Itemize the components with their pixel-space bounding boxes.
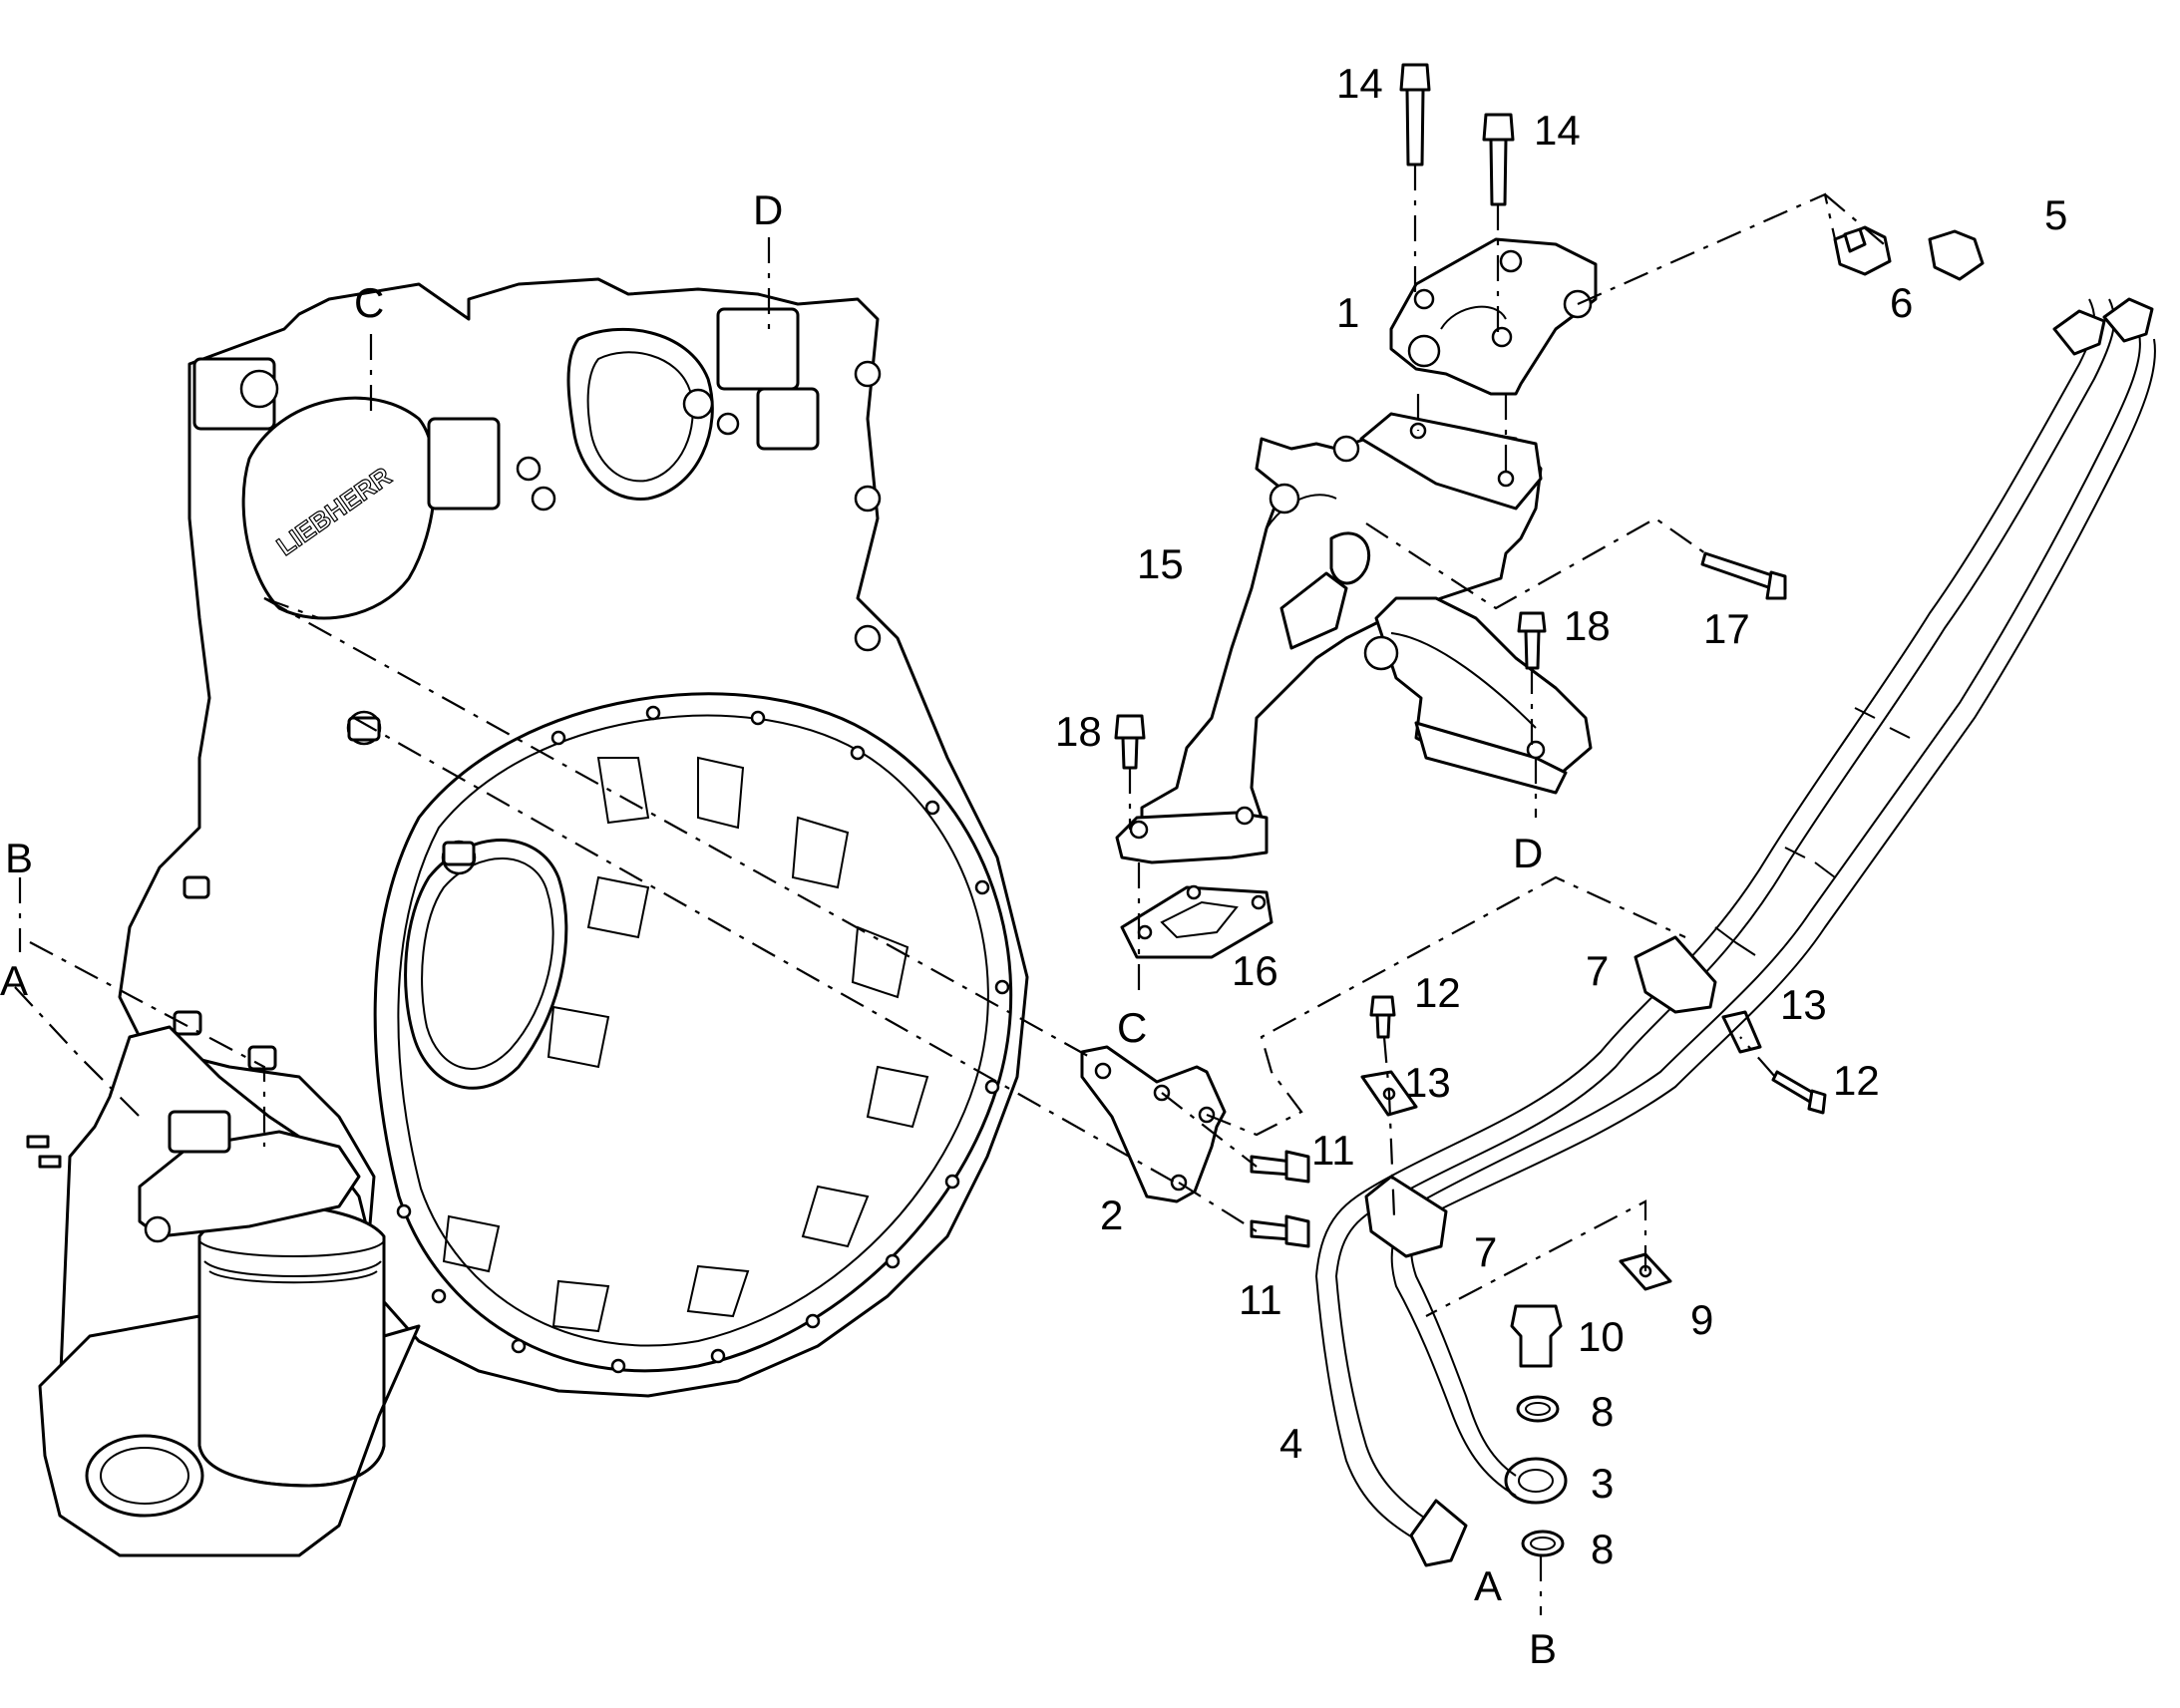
retaining-plate (1080, 1045, 1227, 1203)
callout-13-lower: 13 (1404, 1059, 1451, 1106)
callout-14-right: 14 (1534, 107, 1581, 154)
callout-11-lower: 11 (1239, 1276, 1282, 1323)
callout-18-left: 18 (1055, 708, 1102, 755)
bolts (1114, 63, 1985, 1368)
connector-a-left: A (0, 957, 28, 1004)
callout-1: 1 (1336, 289, 1359, 336)
callout-7-upper: 7 (1586, 947, 1609, 994)
connector-c-top: C (354, 279, 384, 326)
assembly-guide-lines (14, 165, 1891, 1615)
callout-8-upper: 8 (1591, 1388, 1614, 1435)
connector-b-left: B (5, 835, 33, 881)
mounting-bracket (1115, 412, 1593, 864)
callout-7-lower: 7 (1474, 1228, 1497, 1275)
callout-15: 15 (1137, 540, 1184, 587)
callout-2: 2 (1100, 1192, 1123, 1238)
connector-labels: A A B B C C D D (0, 186, 1557, 1672)
connector-a-right: A (1474, 1562, 1502, 1609)
adapter-block (1389, 237, 1598, 396)
callout-8-lower: 8 (1591, 1526, 1614, 1572)
oil-lines (1314, 297, 2156, 1567)
flywheel-housing: LIEBHERR (26, 277, 1029, 1557)
callout-18-right: 18 (1564, 602, 1611, 649)
connector-b-right: B (1529, 1625, 1557, 1672)
callout-10: 10 (1578, 1313, 1625, 1360)
callout-12-upper: 12 (1414, 969, 1461, 1016)
callout-labels: 1 2 3 4 5 6 7 7 8 8 9 10 11 11 12 12 13 … (1055, 60, 2067, 1572)
connector-c-bottom: C (1117, 1004, 1147, 1051)
callout-4: 4 (1279, 1420, 1302, 1467)
callout-14-left: 14 (1336, 60, 1383, 107)
connector-d-right: D (1513, 830, 1543, 876)
callout-12-right: 12 (1833, 1057, 1880, 1104)
callout-16: 16 (1232, 947, 1278, 994)
callout-6: 6 (1890, 279, 1913, 326)
callout-3: 3 (1591, 1460, 1614, 1507)
gasket (1120, 884, 1273, 959)
callout-17: 17 (1703, 605, 1750, 652)
callout-9: 9 (1690, 1296, 1713, 1343)
connector-d-top: D (753, 186, 783, 233)
callout-13-right: 13 (1780, 981, 1827, 1028)
callout-5: 5 (2044, 191, 2067, 238)
callout-11-upper: 11 (1311, 1127, 1355, 1174)
